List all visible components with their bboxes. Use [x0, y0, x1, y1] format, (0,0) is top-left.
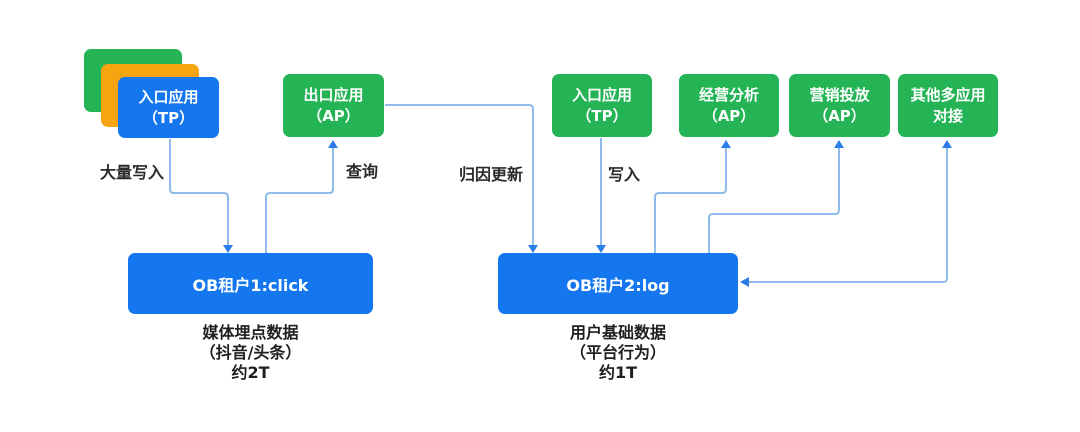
- node-label: OB租户1:click: [192, 275, 309, 295]
- node-entry-app-1: 入口应用 （TP）: [118, 77, 219, 138]
- arrow-down-icon: [596, 245, 606, 253]
- edge-ob2-others: [740, 140, 952, 287]
- node-marketing-delivery: 营销投放 （AP）: [789, 74, 890, 137]
- caption-line: （抖音/头条）: [199, 343, 302, 362]
- arrow-down-icon: [223, 245, 233, 253]
- node-label: （AP）: [702, 106, 756, 125]
- arrow-up-icon: [834, 140, 844, 148]
- edge-write: [596, 138, 606, 253]
- node-label: OB租户2:log: [566, 275, 670, 295]
- edge-bulk-write: [169, 139, 233, 253]
- node-label: 对接: [932, 106, 963, 125]
- node-label: 营销投放: [809, 85, 870, 104]
- caption-line: 约2T: [231, 363, 270, 382]
- node-label: 入口应用: [138, 87, 199, 106]
- arrow-down-icon: [528, 245, 538, 253]
- edge-label-bulk-write: 大量写入: [99, 163, 164, 182]
- caption-ob-tenant-1: 媒体埋点数据 （抖音/头条） 约2T: [128, 323, 373, 383]
- edge-ob2-analysis: [654, 140, 731, 253]
- node-label: （TP）: [142, 108, 195, 127]
- edge-ob2-marketing: [708, 140, 844, 253]
- node-label: 经营分析: [698, 85, 759, 104]
- node-ob-tenant-1: OB租户1:click: [128, 253, 373, 314]
- edge-label-write: 写入: [607, 165, 640, 184]
- edge-label-attribution-update: 归因更新: [458, 165, 523, 184]
- node-label: （TP）: [576, 106, 628, 125]
- caption-line: 媒体埋点数据: [202, 323, 299, 342]
- caption-line: 用户基础数据: [569, 323, 666, 342]
- node-entry-app-2: 入口应用 （TP）: [552, 74, 652, 137]
- node-label: 其他多应用: [910, 85, 986, 104]
- arrow-up-icon: [942, 140, 952, 148]
- node-label: 出口应用: [303, 85, 364, 104]
- arrow-up-icon: [721, 140, 731, 148]
- node-ob-tenant-2: OB租户2:log: [498, 253, 738, 314]
- caption-ob-tenant-2: 用户基础数据 （平台行为） 约1T: [498, 323, 738, 383]
- node-label: （AP）: [813, 106, 866, 125]
- node-label: （AP）: [307, 106, 360, 125]
- node-other-apps: 其他多应用 对接: [898, 74, 998, 137]
- arrow-up-icon: [328, 140, 338, 148]
- node-business-analysis: 经营分析 （AP）: [679, 74, 779, 137]
- node-exit-app: 出口应用 （AP）: [283, 74, 384, 137]
- caption-line: （平台行为）: [569, 343, 666, 362]
- node-label: 入口应用: [571, 85, 632, 104]
- caption-line: 约1T: [598, 363, 638, 382]
- edge-label-query: 查询: [345, 162, 378, 181]
- edge-query: [265, 140, 338, 253]
- arrow-left-icon: [740, 277, 749, 287]
